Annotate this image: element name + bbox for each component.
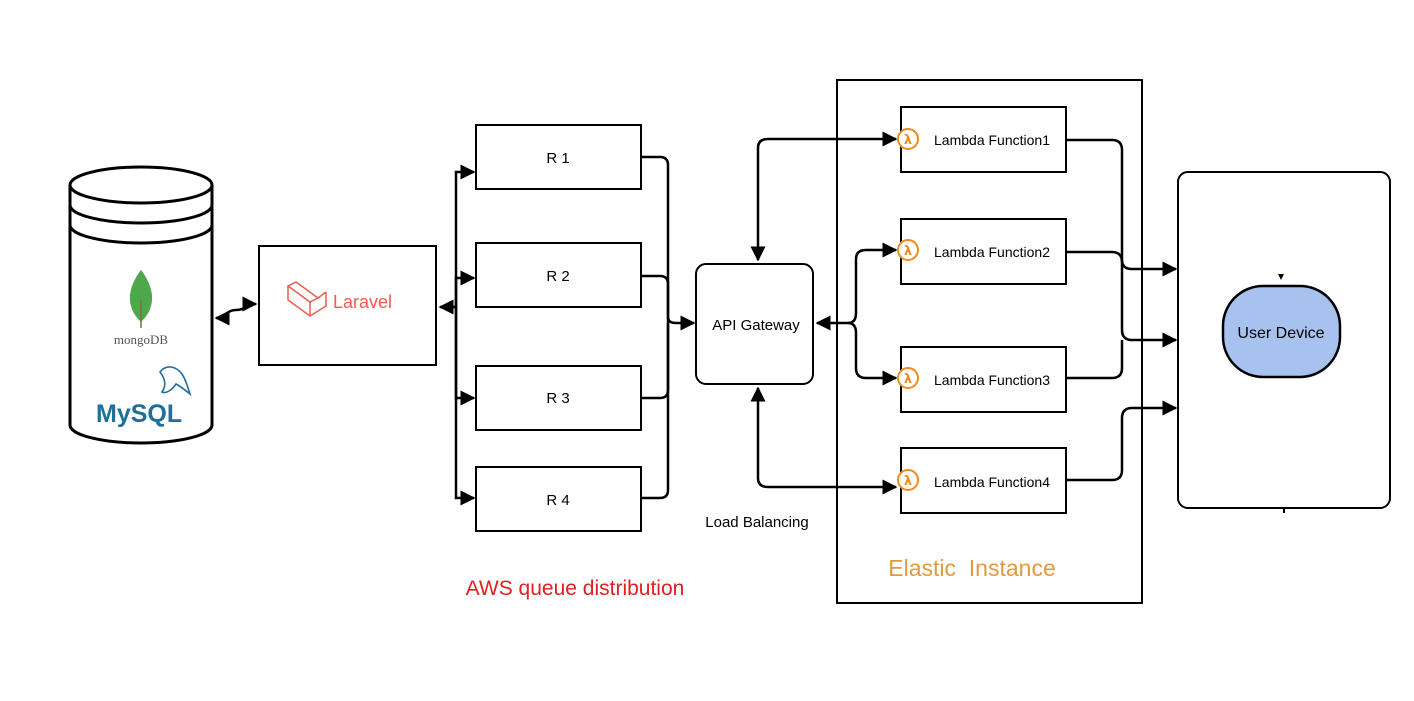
queue-box-r3 [475,365,642,431]
lambda-function-3-label: Lambda Function3 [934,372,1050,388]
queue-box-r2 [475,242,642,308]
lambda-icon-glyph: λ [904,244,912,259]
lambda-icon-glyph: λ [904,372,912,387]
small-marker-icon [1278,274,1284,280]
lambda-function-2-label: Lambda Function2 [934,244,1050,260]
lambda-icon [897,469,919,491]
lambda-icon [897,239,919,261]
db-laravel-connector [214,296,258,326]
lambda-function-1-label: Lambda Function1 [934,132,1050,148]
lambda-icon [897,367,919,389]
lambda-icon-glyph: λ [904,133,912,148]
lambda-function-3: λ Lambda Function3 [897,346,1067,413]
laravel-queue-connectors [438,164,476,506]
load-balancing-label: Load Balancing [705,514,808,531]
lambda-function-1: λ Lambda Function1 [897,106,1067,173]
mongodb-label: mongoDB [114,332,169,347]
lambda-icon-glyph: λ [904,474,912,489]
mongodb-leaf-icon [129,270,153,328]
laravel-box [258,245,437,366]
lambda-icon [897,128,919,150]
mysql-label: MySQL [96,400,182,428]
elastic-instance-container [836,79,1143,604]
queue-r3-label: R 3 [546,390,569,407]
lambda-user-connectors [1066,138,1178,482]
gateway-lambda-connectors [750,131,898,495]
queue-box-r4 [475,466,642,532]
aws-queue-caption: AWS queue distribution [466,577,685,600]
lambda-function-4: λ Lambda Function4 [897,447,1067,514]
queue-r2-label: R 2 [546,268,569,285]
queue-r4-label: R 4 [546,492,569,509]
laravel-label: Laravel [333,292,392,312]
queue-gateway-connectors [641,155,696,500]
lambda-function-4-label: Lambda Function4 [934,474,1050,490]
lambda-function-2: λ Lambda Function2 [897,218,1067,285]
user-device-label: User Device [1237,325,1324,342]
user-device-pill [1221,284,1342,379]
api-gateway-label: API Gateway [712,317,800,334]
elastic-instance-caption: Elastic Instance [888,555,1055,581]
laravel-logo-icon [286,281,327,317]
api-gateway-box [695,263,814,385]
mysql-dolphin-icon [158,366,192,397]
queue-r1-label: R 1 [546,150,569,167]
